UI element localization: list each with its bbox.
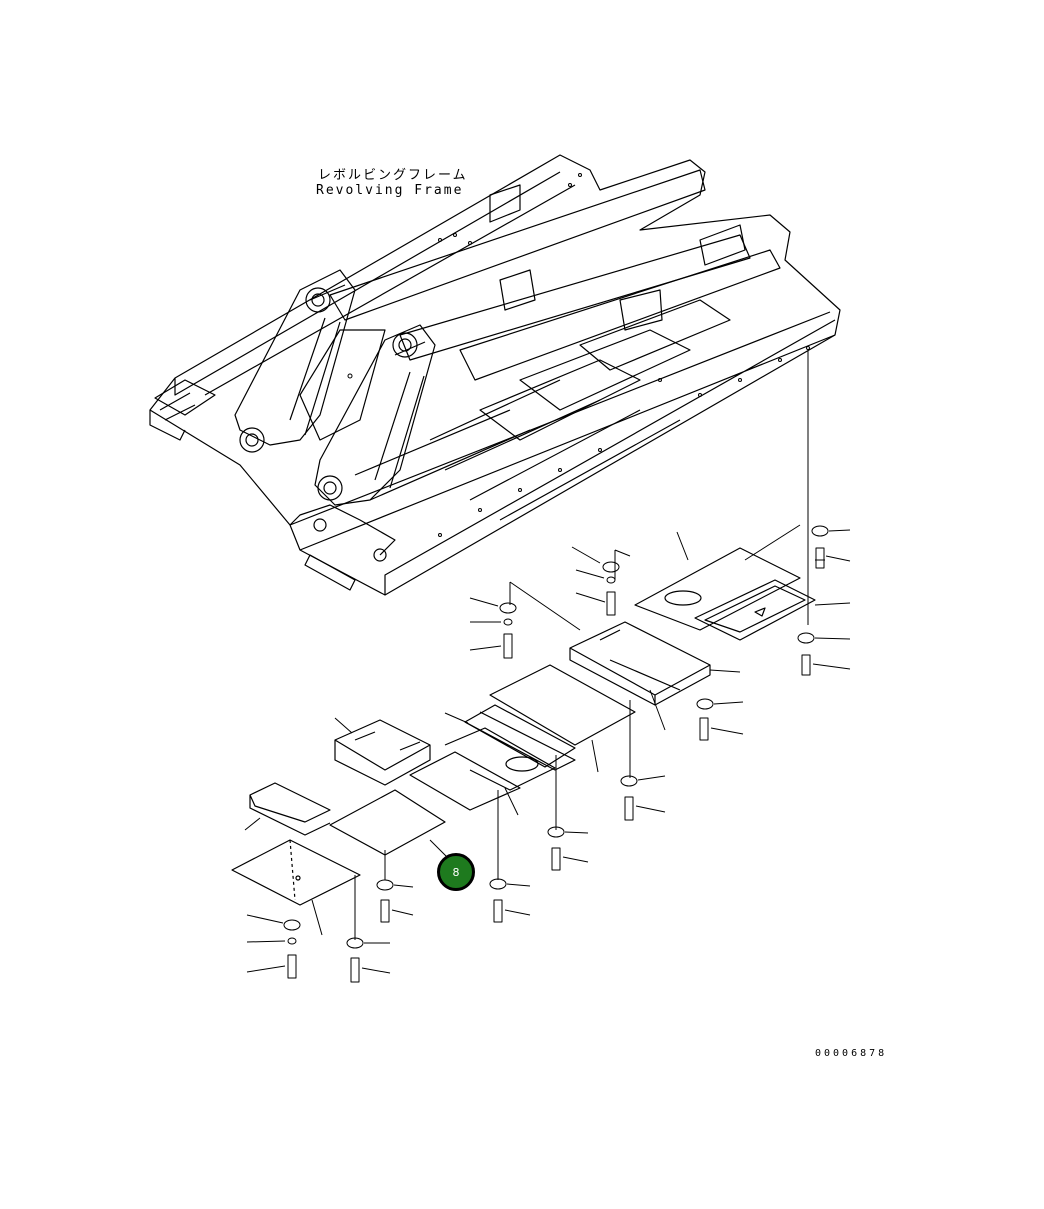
drawing-number: 00006878 — [815, 1048, 888, 1059]
hardware — [246, 525, 851, 983]
cover-plates — [231, 547, 816, 906]
part-callout-8[interactable]: 8 — [437, 853, 475, 891]
leader-lines — [244, 524, 851, 940]
revolving-frame — [149, 154, 841, 596]
frame-label-japanese: レボルビングフレーム — [318, 168, 468, 183]
frame-label-english: Revolving Frame — [316, 183, 464, 198]
